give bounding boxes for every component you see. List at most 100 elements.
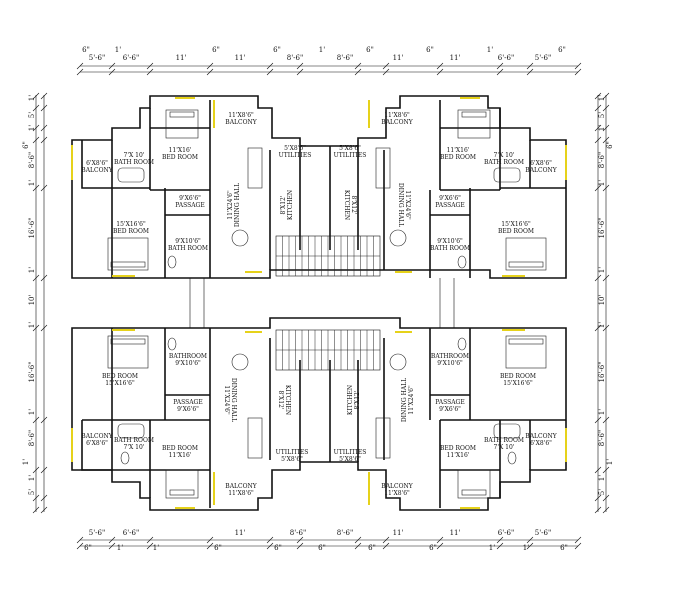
left-dimensions: 1' 5' 1' 6" 8'-6" 1' 16'-6" 1' 10' 1' 16… (22, 95, 36, 495)
top-dim-8: 6'-6" (498, 54, 514, 62)
bottom-dim-r2-8: 6" (429, 544, 437, 552)
dimension-tick (32, 324, 40, 332)
dimension-tick (602, 184, 610, 192)
dimension-tick (32, 506, 40, 514)
dimension-tick (526, 68, 534, 76)
right-dim-2: 5' (598, 112, 606, 118)
left-dim-2: 5' (28, 112, 36, 118)
room-label-ul-kitchen: 8'X12'KITCHEN (280, 190, 294, 220)
right-dim-3: 1' (598, 125, 606, 131)
bottom-dim-4: 8'-6" (290, 529, 306, 537)
top-dim-2: 6'-6" (123, 54, 139, 62)
dimension-tick (40, 506, 48, 514)
right-dimensions: 1' 5' 1' 6" 8'-6" 1' 16'-6" 1' 10' 1' 16… (598, 95, 614, 495)
dimension-tick (32, 466, 40, 474)
dimension-tick (496, 542, 504, 550)
dimension-tick (40, 136, 48, 144)
dimension-tick (40, 104, 48, 112)
dimension-tick (496, 68, 504, 76)
dimension-tick (594, 506, 602, 514)
top-dim-r2-7: 6" (426, 46, 434, 54)
corridor-connectors (189, 278, 455, 328)
top-dim-r2-8: 1' (487, 46, 493, 54)
room-label-ur-dining: 11'X24'6"DINING HALL (397, 183, 411, 227)
right-dim-10: 1' (598, 322, 606, 328)
dimension-tick (382, 62, 390, 70)
right-dim-6: 1' (598, 180, 606, 186)
left-dim-3: 1' (28, 125, 36, 131)
bottom-dim-5: 8'-6" (337, 529, 353, 537)
dimension-tick (436, 542, 444, 550)
room-label-ur-balcony-top: 11'X8'6"BALCONY (381, 112, 413, 126)
bottom-dim-r2-5: 6" (274, 544, 282, 552)
dimension-tick (602, 274, 610, 282)
dimension-tick (594, 184, 602, 192)
dimension-tick (594, 104, 602, 112)
dimension-tick (594, 136, 602, 144)
dimension-tick (602, 104, 610, 112)
dimension-tick (40, 416, 48, 424)
dimension-tick (32, 92, 40, 100)
room-label-ul-balcony-top: 11'X8'6"BALCONY (225, 112, 257, 126)
dimension-tick (574, 62, 582, 70)
top-dim-5: 8'-6" (287, 54, 303, 62)
top-dim-r2-4: 6" (273, 46, 281, 54)
top-dim-4: 11' (235, 54, 246, 62)
dimension-tick (594, 274, 602, 282)
top-dim-5b: 8'-6" (337, 54, 353, 62)
bottom-dim-1: 5'-6" (89, 529, 105, 537)
room-label-ul-bed-bottom: 15'X16'6"BED ROOM (113, 221, 149, 235)
dimension-tick (40, 184, 48, 192)
right-dim-9: 10' (598, 295, 606, 306)
room-label-lr-kitchen: KITCHEN8'X12' (347, 385, 361, 415)
room-label-lr-dining: DINING HALL11'X24'6" (401, 378, 415, 422)
dimension-tick (602, 494, 610, 502)
dimension-lines (32, 62, 610, 550)
bottom-dim-r2-2: 1' (117, 544, 123, 552)
dimension-tick (32, 274, 40, 282)
dimension-tick (108, 62, 116, 70)
dimension-tick (32, 124, 40, 132)
dimension-tick (594, 494, 602, 502)
left-dim-16: 5' (28, 489, 36, 495)
dimension-tick (602, 506, 610, 514)
dimension-tick (594, 416, 602, 424)
dimension-tick (32, 416, 40, 424)
right-dim-15: 1' (598, 475, 606, 481)
dimension-tick (146, 536, 154, 544)
dimension-tick (594, 466, 602, 474)
bottom-dimensions: 5'-6" 6'-6" 11' 8'-6" 8'-6" 11' 11' 6'-6… (84, 529, 568, 552)
room-label-ur-bath-top: 7'X 10'BATH ROOM (484, 152, 524, 166)
furniture (107, 109, 547, 499)
dimension-tick (602, 466, 610, 474)
dimension-tick (602, 124, 610, 132)
bottom-dim-r2-11: 6" (560, 544, 568, 552)
left-dim-13: 8'-6" (28, 430, 36, 446)
right-dim-13: 8'-6" (598, 430, 606, 446)
bottom-dim-3: 11' (235, 529, 246, 537)
room-label-ul-bath-top: 7'X 10'BATH ROOM (114, 152, 154, 166)
room-label-ul-passage: 9'X6'6"PASSAGE (175, 195, 204, 209)
dimension-tick (296, 542, 304, 550)
room-label-ul-dining: 11'X24'6"DINING HALL (227, 183, 241, 227)
bottom-dim-r2-9: 1' (489, 544, 495, 552)
bottom-dim-r2-7: 6" (368, 544, 376, 552)
dimension-tick (40, 124, 48, 132)
left-dim-10: 1' (28, 322, 36, 328)
room-label-ul-utility: 5'X8'6"UTILITIES (279, 145, 312, 159)
left-dim-7: 16'-6" (28, 218, 36, 239)
dimension-tick (354, 542, 362, 550)
room-label-ur-utility: 5'X8'6"UTILITIES (334, 145, 367, 159)
dimension-tick (206, 62, 214, 70)
left-dim-5: 8'-6" (28, 152, 36, 168)
bottom-dim-8: 6'-6" (498, 529, 514, 537)
dimension-tick (146, 62, 154, 70)
